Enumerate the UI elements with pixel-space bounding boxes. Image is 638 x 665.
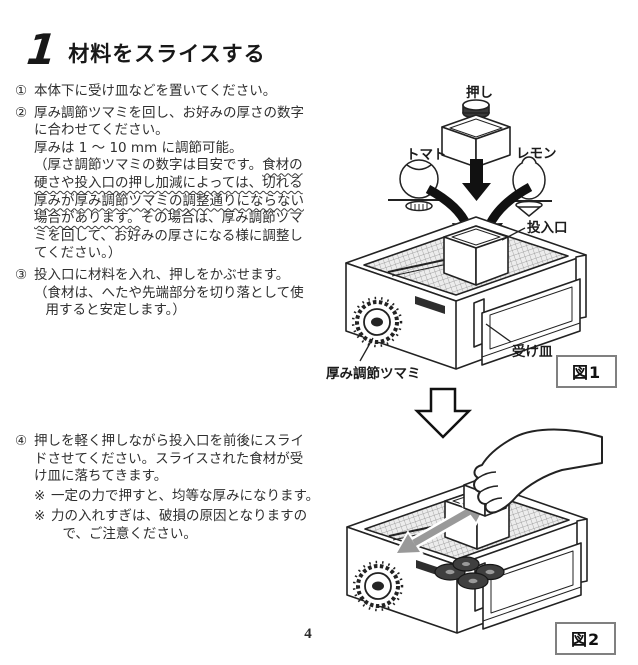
step-2-text: 厚み調節ツマミを回し、お好みの厚さの数字 に合わせてください。 xyxy=(34,104,304,139)
section-number: 1 xyxy=(24,25,59,74)
label-lemon: レモン xyxy=(516,146,557,162)
step-3-text: 投入口に材料を入れ、押しをかぶせます。 xyxy=(34,266,290,283)
step-2-note-wavy-underline: 食材の 硬さや投入口の押し加減によっては、切れる 厚みが厚み調節ツマミの調整通り… xyxy=(34,157,304,227)
step-2-note-rest: その場合は、厚み調節ツマ ミを回して、お好みの厚さになる様に調整し てください。… xyxy=(34,210,303,262)
note-2-marker: ※ xyxy=(34,508,46,525)
step-3: ③ 投入口に材料を入れ、押しをかぶせます。 （食材は、へたや先端部分を切り落とし… xyxy=(15,267,337,320)
step-2-note-plain: （厚さ調節ツマミの数字は目安です。 xyxy=(34,157,263,174)
instructions-column-2: ④ 押しを軽く押しながら投入口を前後にスライ ドさせてください。スライスされた食… xyxy=(15,433,337,548)
figure1-caption-text: 図1 xyxy=(572,363,602,382)
section-title: 材料をスライスする xyxy=(68,42,266,66)
section-heading: 1 材料をスライスする xyxy=(24,25,266,74)
pusher-drawing xyxy=(441,99,511,168)
step-1-marker: ① xyxy=(15,83,28,99)
step-3-marker: ③ xyxy=(15,266,28,283)
step-4-note-1: ※ 一定の力で押すと、均等な厚みになります。 xyxy=(34,488,337,506)
label-pusher: 押し xyxy=(466,85,493,101)
figure2-caption: 図2 xyxy=(555,622,617,655)
note-2-text: 力の入れすぎは、破損の原因となりますの で、ご注意ください。 xyxy=(51,508,308,542)
figure1-caption: 図1 xyxy=(556,355,618,388)
step-3-note: （食材は、へたや先端部分を切り落として使 用すると安定します。） xyxy=(34,284,304,319)
next-step-arrow-icon xyxy=(413,387,473,439)
slicer-illustration xyxy=(344,99,603,635)
step-4-marker: ④ xyxy=(15,433,28,449)
step-2-note: （厚さ調節ツマミの数字は目安です。食材の 硬さや投入口の押し加減によっては、切れ… xyxy=(34,157,337,263)
label-inlet: 投入口 xyxy=(527,220,568,236)
step-4-text: 押しを軽く押しながら投入口を前後にスライ ドさせてください。スライスされた食材が… xyxy=(34,433,304,485)
hand-drawing xyxy=(473,428,603,514)
label-knob: 厚み調節ツマミ xyxy=(326,366,421,382)
figures-column: 押し トマト レモン 投入口 受け皿 厚み調節ツマミ 図1 図2 xyxy=(326,75,638,665)
note-1-marker: ※ xyxy=(34,488,46,505)
insert-arrow-icon xyxy=(462,159,491,201)
step-2-marker: ② xyxy=(15,104,28,121)
note-1-text: 一定の力で押すと、均等な厚みになります。 xyxy=(51,488,320,505)
sliced-food-drawing xyxy=(434,556,505,590)
step-2-range: 厚みは 1 〜 10 mm に調節可能。 xyxy=(34,139,243,156)
label-tomato: トマト xyxy=(406,147,447,163)
label-tray: 受け皿 xyxy=(512,344,553,360)
step-2: ② 厚み調節ツマミを回し、お好みの厚さの数字 に合わせてください。 厚みは 1 … xyxy=(15,105,337,263)
instructions-column: ① 本体下に受け皿などを置いてください。 ② 厚み調節ツマミを回し、お好みの厚さ… xyxy=(15,83,337,324)
page-number: 4 xyxy=(304,626,312,642)
step-4: ④ 押しを軽く押しながら投入口を前後にスライ ドさせてください。スライスされた食… xyxy=(15,433,337,544)
step-4-note-2: ※ 力の入れすぎは、破損の原因となりますの で、ご注意ください。 xyxy=(34,508,337,543)
figure2-caption-text: 図2 xyxy=(571,630,601,649)
step-1-text: 本体下に受け皿などを置いてください。 xyxy=(34,83,277,99)
step-1: ① 本体下に受け皿などを置いてください。 xyxy=(15,83,337,101)
tomato-drawing xyxy=(388,159,448,212)
leader-lines xyxy=(359,227,526,362)
